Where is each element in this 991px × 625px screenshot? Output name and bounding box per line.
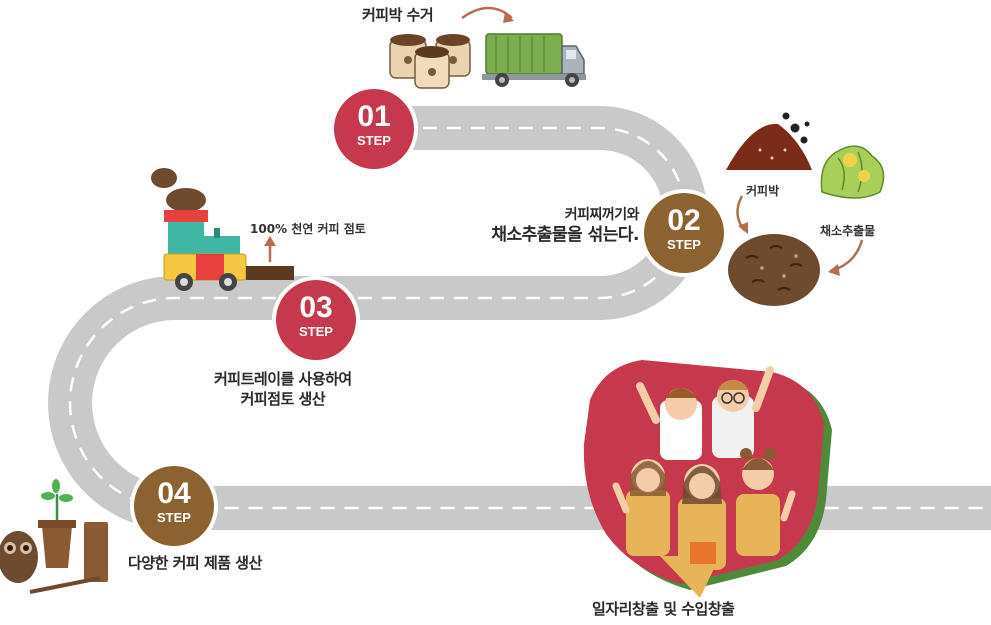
step-label: STEP: [357, 133, 391, 148]
caption-mix-line1: 커피찌꺼기와: [564, 207, 640, 223]
truck-icon: [482, 33, 586, 87]
step-label: STEP: [667, 237, 701, 252]
step-number: 02: [667, 204, 701, 237]
caption-collect: 커피박 수거: [362, 6, 434, 24]
label-clay: 100% 천연 커피 점토: [250, 222, 366, 236]
caption-make-line2: 커피점토 생산: [240, 389, 326, 408]
step-label: STEP: [299, 324, 333, 339]
label-coffee-grounds: 커피박: [746, 184, 780, 198]
step-03-badge: 03 STEP: [276, 280, 356, 360]
coffee-sack-icon: [389, 34, 471, 89]
step-number: 01: [357, 100, 391, 133]
winding-road: [48, 106, 991, 530]
step-number: 03: [299, 291, 333, 324]
step-label: STEP: [157, 510, 191, 525]
caption-jobs: 일자리창출 및 수입창출: [592, 600, 735, 618]
label-vegetable-extract: 채소추출물: [820, 224, 876, 238]
step-04-badge: 04 STEP: [134, 466, 214, 546]
caption-make: 커피트레이를 사용하여 커피점토 생산: [214, 370, 352, 409]
caption-mix: 커피찌꺼기와 채소추출물을 섞는다.: [491, 206, 639, 246]
train-icon: [151, 168, 294, 291]
coffee-clay-pile-icon: [728, 234, 820, 306]
vegetable-icon: [820, 145, 885, 199]
step-01-badge: 01 STEP: [334, 89, 414, 169]
step-02-badge: 02 STEP: [644, 193, 724, 273]
caption-make-line1: 커피트레이를 사용하여: [214, 370, 352, 388]
caption-products: 다양한 커피 제품 생산: [128, 554, 262, 572]
caption-mix-line2: 채소추출물을 섞는다.: [491, 225, 639, 246]
arrow-icon: [461, 6, 513, 20]
coffee-grounds-icon: [726, 112, 812, 170]
step-number: 04: [157, 477, 191, 510]
workers-group-icon: [583, 360, 832, 598]
coffee-products-icon: [0, 479, 108, 594]
